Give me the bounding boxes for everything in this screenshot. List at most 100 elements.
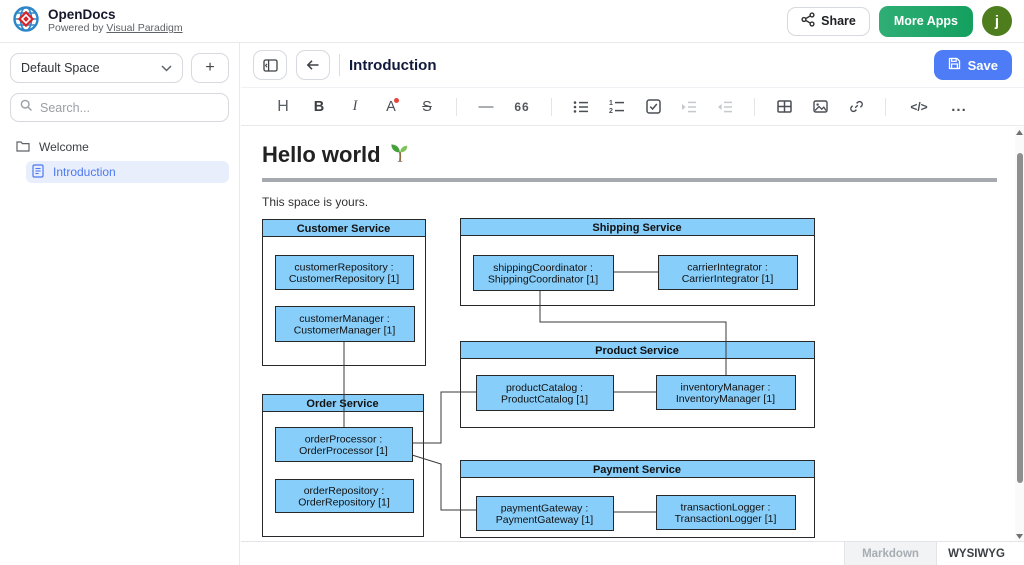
svg-text:CustomerRepository [1]: CustomerRepository [1] [289, 273, 399, 285]
heading-button[interactable]: H [268, 94, 298, 120]
bullet-list-button[interactable] [566, 94, 596, 120]
svg-text:CarrierIntegrator [1]: CarrierIntegrator [1] [682, 273, 774, 285]
brand-text: OpenDocs Powered by Visual Paradigm [48, 7, 183, 35]
svg-text:1: 1 [609, 100, 613, 107]
svg-text:shippingCoordinator :: shippingCoordinator : [493, 262, 593, 274]
svg-text:transactionLogger :: transactionLogger : [681, 502, 771, 514]
svg-text:customerManager :: customerManager : [299, 313, 389, 325]
toggle-sidebar-button[interactable] [253, 50, 287, 80]
blockquote-button[interactable]: 66 [507, 94, 537, 120]
more-apps-button[interactable]: More Apps [879, 6, 973, 37]
component-box-carrierintegrator: carrierIntegrator :CarrierIntegrator [1] [659, 256, 798, 290]
outdent-button[interactable] [710, 94, 740, 120]
component-box-orderrepository: orderRepository :OrderRepository [1] [276, 480, 414, 513]
search-input[interactable] [40, 101, 219, 115]
toolbar-separator [456, 98, 457, 116]
markdown-tab[interactable]: Markdown [844, 542, 936, 565]
svg-text:InventoryManager [1]: InventoryManager [1] [676, 393, 775, 405]
scroll-down-icon[interactable] [1015, 531, 1024, 541]
link-icon [849, 99, 864, 114]
table-icon [777, 100, 792, 113]
component-box-transactionlogger: transactionLogger :TransactionLogger [1] [657, 496, 796, 530]
component-box-customerrepository: customerRepository :CustomerRepository [… [276, 256, 414, 290]
table-button[interactable] [769, 94, 799, 120]
svg-text:paymentGateway :: paymentGateway : [501, 503, 589, 515]
tree-item-introduction[interactable]: Introduction [26, 161, 229, 183]
component-box-productcatalog: productCatalog :ProductCatalog [1] [477, 376, 614, 411]
back-arrow-icon [306, 59, 320, 71]
chevron-down-icon [161, 61, 172, 75]
avatar[interactable]: j [982, 6, 1012, 36]
share-button[interactable]: Share [787, 7, 870, 36]
panel-icon [263, 59, 278, 72]
editor-footer: Markdown WYSIWYG [241, 541, 1024, 565]
indent-button[interactable] [674, 94, 704, 120]
add-space-button[interactable]: + [191, 53, 229, 83]
code-button[interactable]: </> [900, 94, 938, 120]
task-list-button[interactable] [638, 94, 668, 120]
svg-text:inventoryManager :: inventoryManager : [681, 382, 771, 394]
component-box-paymentgateway: paymentGateway :PaymentGateway [1] [477, 497, 614, 531]
top-bar: OpenDocs Powered by Visual Paradigm [0, 0, 1024, 43]
formatting-toolbar: H B I A S — 66 1 [241, 88, 1024, 126]
tree-item-welcome[interactable]: Welcome [10, 136, 229, 158]
svg-text:2: 2 [609, 108, 613, 114]
folder-icon [16, 140, 30, 155]
svg-text:ProductCatalog [1]: ProductCatalog [1] [501, 394, 588, 406]
strikethrough-button[interactable]: S [412, 94, 442, 120]
scroll-up-icon[interactable] [1015, 127, 1024, 137]
ordered-list-button[interactable]: 1 2 [602, 94, 632, 120]
visual-paradigm-logo-icon [12, 5, 40, 38]
editor-header: Introduction Save [241, 43, 1024, 88]
image-icon [813, 100, 828, 113]
space-selector[interactable]: Default Space [10, 53, 183, 83]
intro-text: This space is yours. [262, 195, 997, 209]
ordered-list-icon: 1 2 [609, 99, 625, 114]
back-button[interactable] [296, 50, 330, 80]
top-bar-actions: Share More Apps j [787, 6, 1012, 37]
page-title: Introduction [349, 57, 436, 74]
document-content[interactable]: Hello world This space is yours. Custome… [241, 127, 1015, 541]
powered-by: Powered by Visual Paradigm [48, 22, 183, 35]
visual-paradigm-link[interactable]: Visual Paradigm [106, 22, 182, 34]
service-title: Customer Service [297, 223, 391, 235]
brand: OpenDocs Powered by Visual Paradigm [12, 5, 183, 38]
heading-rule [262, 178, 997, 182]
link-button[interactable] [841, 94, 871, 120]
sidebar: Default Space + [0, 43, 240, 565]
scrollbar-thumb[interactable] [1017, 153, 1023, 483]
document-heading: Hello world [262, 141, 997, 169]
space-row: Default Space + [10, 53, 229, 83]
save-button[interactable]: Save [934, 50, 1012, 80]
search-icon [20, 99, 33, 117]
image-button[interactable] [805, 94, 835, 120]
svg-text:CustomerManager [1]: CustomerManager [1] [294, 325, 396, 337]
vertical-scrollbar[interactable] [1015, 127, 1024, 541]
component-box-orderprocessor: orderProcessor :OrderProcessor [1] [276, 428, 413, 462]
divider [339, 54, 340, 76]
toolbar-separator [551, 98, 552, 116]
page-tree: Welcome Introduction [10, 136, 229, 183]
share-icon [801, 12, 815, 30]
save-icon [948, 57, 961, 73]
more-options-button[interactable]: ... [944, 94, 974, 120]
document-icon [32, 164, 44, 181]
component-box-inventorymanager: inventoryManager :InventoryManager [1] [657, 376, 796, 410]
svg-text:PaymentGateway [1]: PaymentGateway [1] [496, 514, 594, 526]
svg-text:OrderRepository [1]: OrderRepository [1] [298, 497, 390, 509]
search-box[interactable] [10, 93, 229, 122]
svg-text:carrierIntegrator :: carrierIntegrator : [687, 262, 768, 274]
svg-text:productCatalog :: productCatalog : [506, 382, 583, 394]
service-title: Payment Service [593, 464, 681, 476]
component-box-customermanager: customerManager :CustomerManager [1] [276, 307, 415, 342]
component-diagram: Customer ServiceShipping ServiceProduct … [262, 218, 822, 540]
svg-text:orderProcessor :: orderProcessor : [305, 434, 383, 446]
font-color-button[interactable]: A [376, 94, 406, 120]
horizontal-rule-button[interactable]: — [471, 94, 501, 120]
svg-text:TransactionLogger [1]: TransactionLogger [1] [675, 513, 777, 525]
wysiwyg-tab[interactable]: WYSIWYG [936, 542, 1016, 565]
service-title: Order Service [306, 398, 378, 410]
toolbar-separator [754, 98, 755, 116]
italic-button[interactable]: I [340, 94, 370, 120]
bold-button[interactable]: B [304, 94, 334, 120]
